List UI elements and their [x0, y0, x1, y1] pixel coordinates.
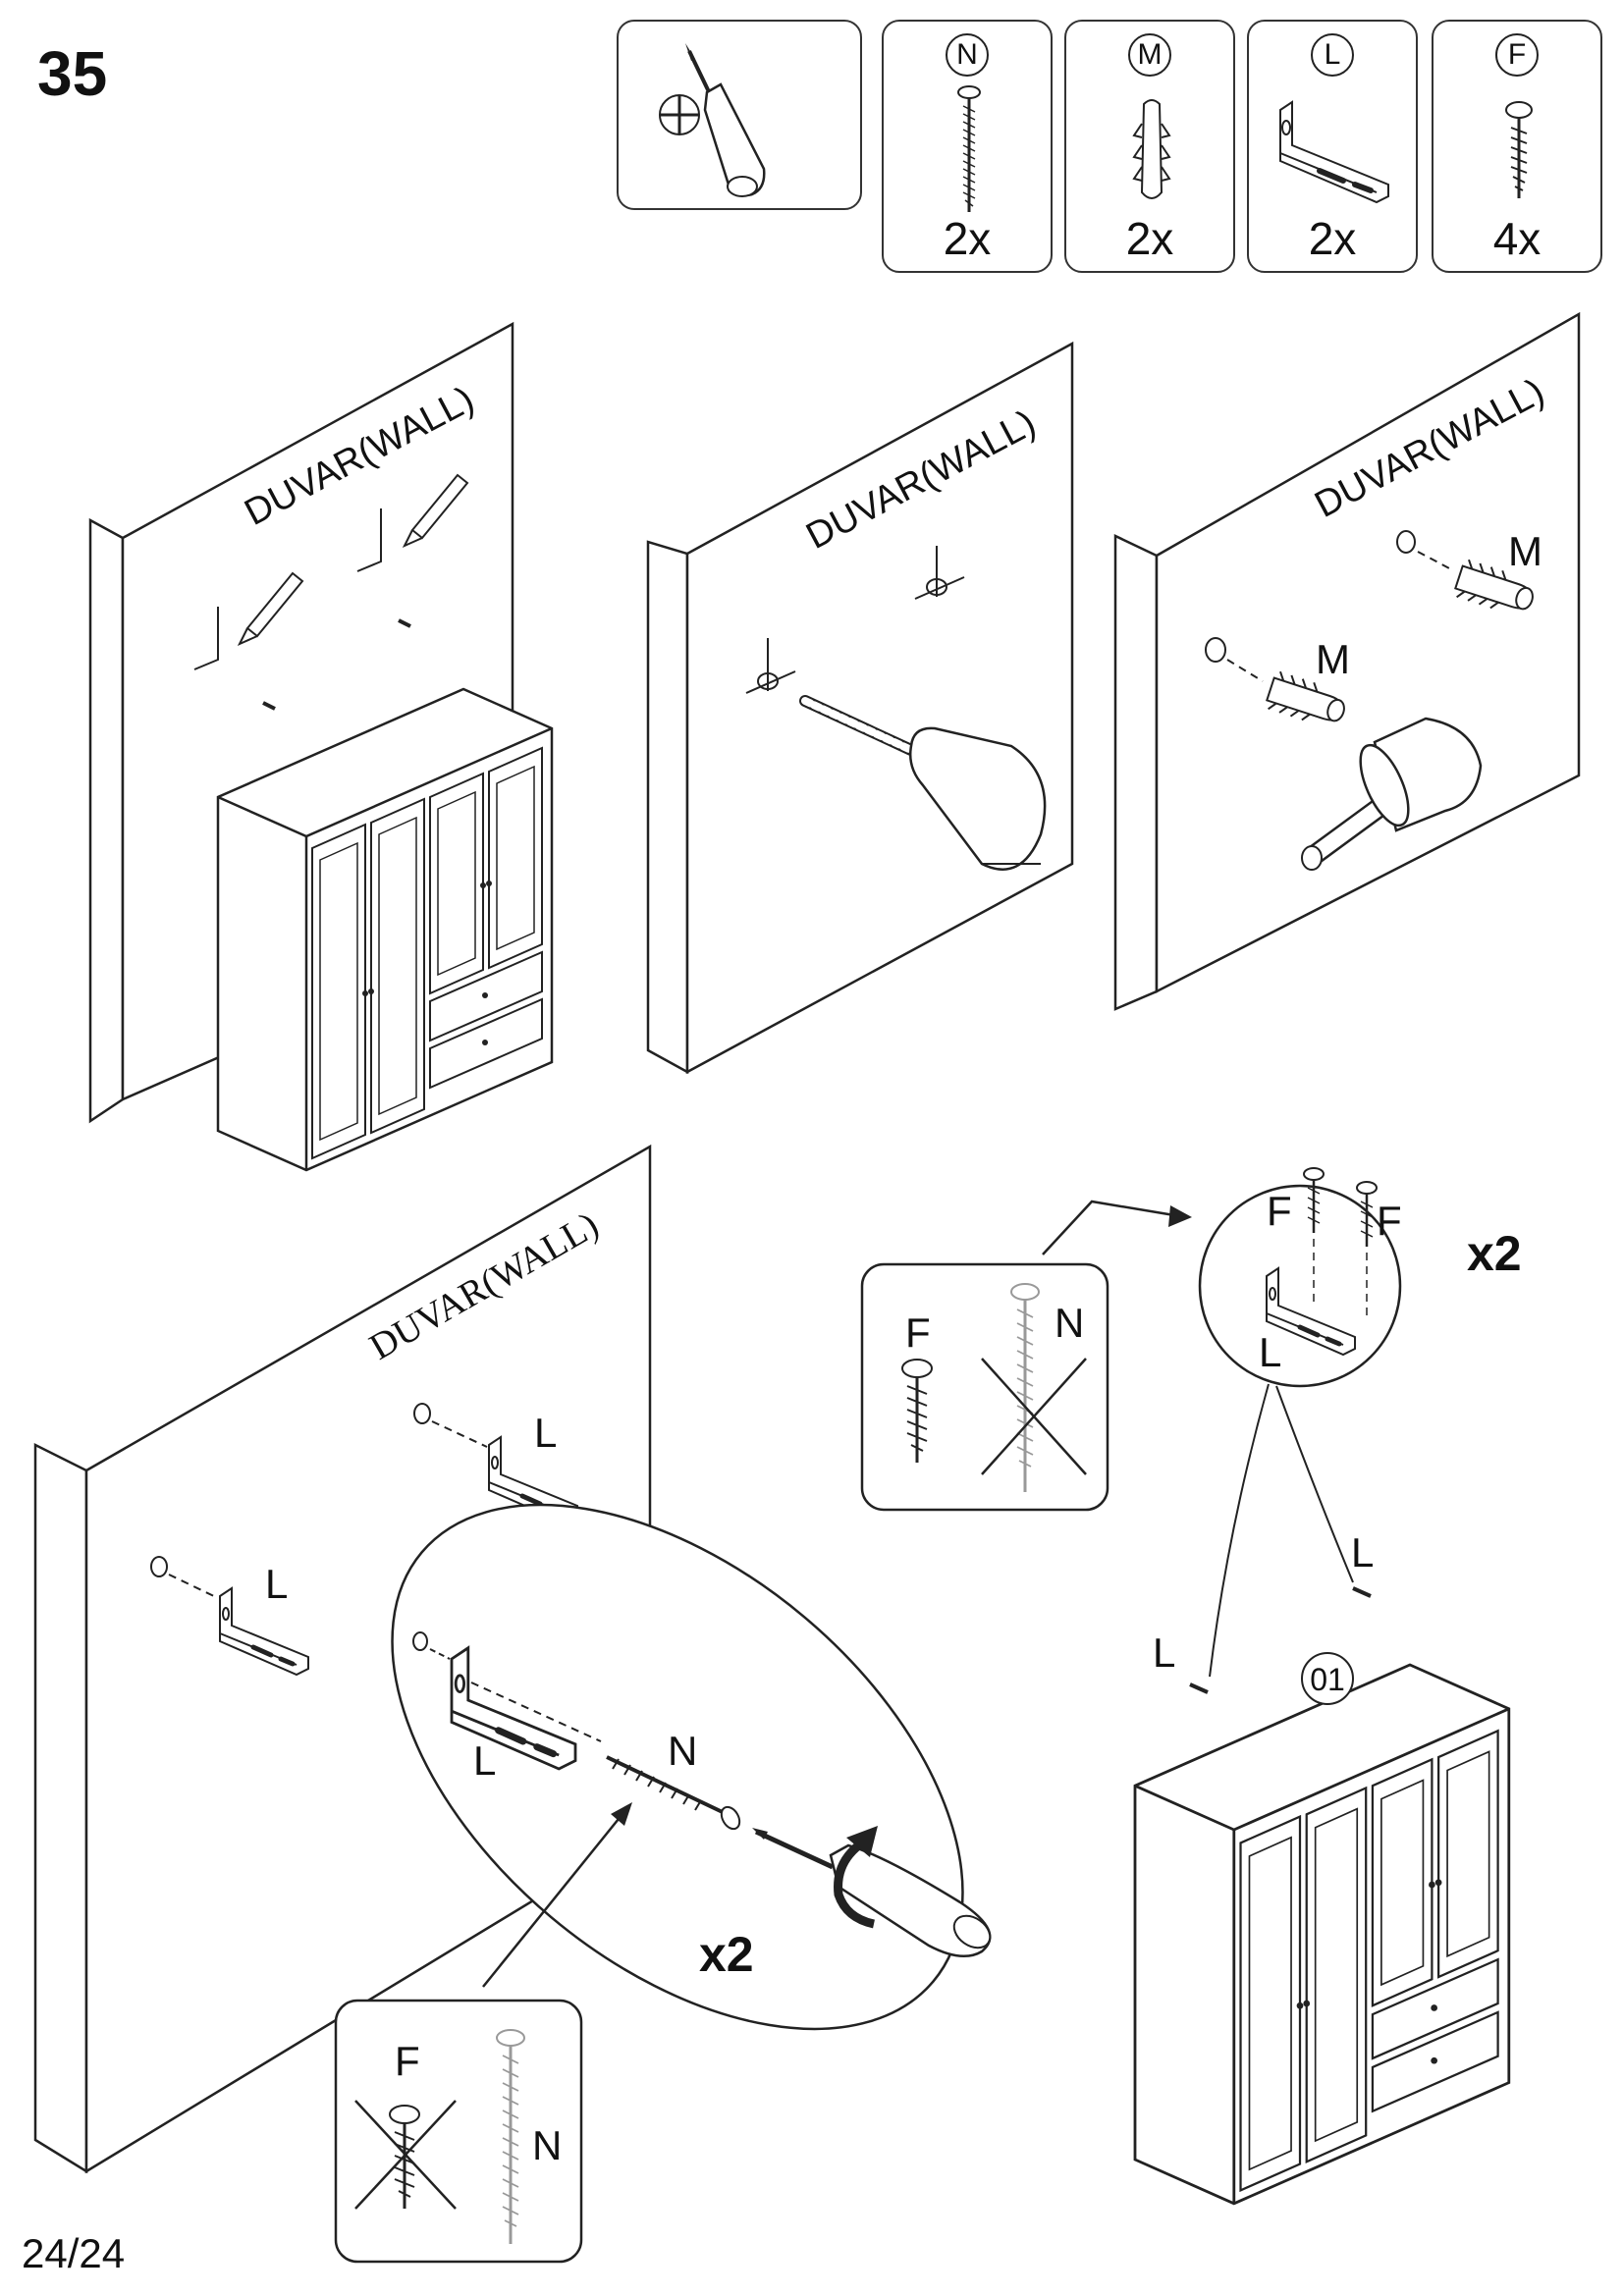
hammer-icon: [1301, 717, 1483, 871]
part-letter: M: [1128, 33, 1171, 77]
part-box-n: N 2x: [882, 20, 1053, 273]
short-screw-icon: [1356, 1181, 1378, 1321]
short-screw-icon: [1505, 101, 1533, 198]
rotate-arrow-icon: [834, 1838, 876, 1929]
inset-right-label: F: [905, 1309, 931, 1356]
anchor-label: M: [1316, 636, 1350, 682]
detail-circle: F F L x2: [1198, 1167, 1522, 1388]
leader-line: [1209, 1383, 1270, 1678]
panel-drill: DUVAR(WALL): [646, 341, 1074, 1075]
step-number: 35: [37, 38, 108, 109]
pencil-icon: [356, 473, 469, 572]
part-qty: 4x: [1492, 213, 1542, 264]
module-number: 01: [1310, 1662, 1345, 1697]
pointer-arrow: [611, 1802, 632, 1826]
short-screw-icon: [901, 1359, 933, 1463]
panel-cabinet: L L 01: [1133, 1529, 1511, 2206]
long-screw-icon: [957, 85, 981, 212]
circle-screw-label: F: [1377, 1198, 1402, 1244]
detail-screw-label: N: [668, 1728, 697, 1774]
bracket-label: L: [534, 1410, 557, 1456]
detail-multiplier: x2: [699, 1927, 754, 1982]
part-letter: N: [946, 33, 989, 77]
circle-bracket-label: L: [1259, 1329, 1281, 1375]
pointer-arrow: [1168, 1205, 1192, 1227]
part-box-f: F 4x: [1432, 20, 1602, 273]
part-letter: F: [1495, 33, 1539, 77]
detail-bracket-label: L: [473, 1737, 496, 1784]
part-qty: 2x: [943, 213, 992, 264]
part-qty: 2x: [1125, 213, 1174, 264]
wall-anchor-icon: [1132, 99, 1171, 199]
page-number: 24/24: [22, 2230, 126, 2276]
top-bracket-label: L: [1351, 1529, 1374, 1575]
inset-mount-screws: F N: [334, 1999, 583, 2264]
short-screw-icon: [389, 2105, 420, 2209]
anchor-label: M: [1508, 528, 1542, 574]
long-screw-icon: [606, 1755, 741, 1831]
part-qty: 2x: [1308, 213, 1357, 264]
pencil-icon: [193, 571, 304, 670]
l-bracket-icon: [1279, 100, 1389, 204]
drill-icon: [799, 695, 1047, 871]
panel-anchor: DUVAR(WALL) M M: [1113, 311, 1581, 1011]
part-letter: L: [1311, 33, 1354, 77]
cross-out: [354, 2100, 457, 2210]
phillips-screwdriver-icon: [659, 43, 766, 197]
circle-multiplier: x2: [1467, 1226, 1522, 1281]
panel-mount: DUVAR(WALL) L L L N x2: [33, 1144, 992, 2174]
drill-mark-icon: [745, 638, 796, 694]
inset-cabinet-screws: F N: [860, 1262, 1109, 1512]
long-screw-icon: [1010, 1283, 1040, 1492]
pointer-arrow: [482, 1813, 623, 1988]
cabinet-icon: [1133, 1663, 1511, 2206]
bracket-label: L: [265, 1561, 288, 1607]
tool-box: [617, 20, 862, 210]
rotate-arrow-icon: [846, 1826, 878, 1857]
drill-mark-icon: [914, 546, 965, 600]
pointer-arrow: [1042, 1200, 1175, 1255]
phillips-screwdriver-icon: [752, 1828, 992, 1958]
part-box-l: L 2x: [1247, 20, 1418, 273]
inset-wrong-label: F: [395, 2038, 420, 2084]
inset-wrong-label: N: [1055, 1300, 1084, 1346]
long-screw-icon: [496, 2029, 525, 2244]
leader-line: [1275, 1385, 1354, 1583]
detail-oval: [391, 1503, 964, 2031]
cross-out: [981, 1358, 1087, 1475]
inset-right-label: N: [532, 2122, 562, 2168]
circle-screw-label: F: [1267, 1188, 1292, 1234]
short-screw-icon: [1303, 1167, 1325, 1306]
panel-mark: DUVAR(WALL): [88, 321, 554, 1172]
part-box-m: M 2x: [1064, 20, 1235, 273]
top-bracket-label: L: [1153, 1629, 1175, 1676]
